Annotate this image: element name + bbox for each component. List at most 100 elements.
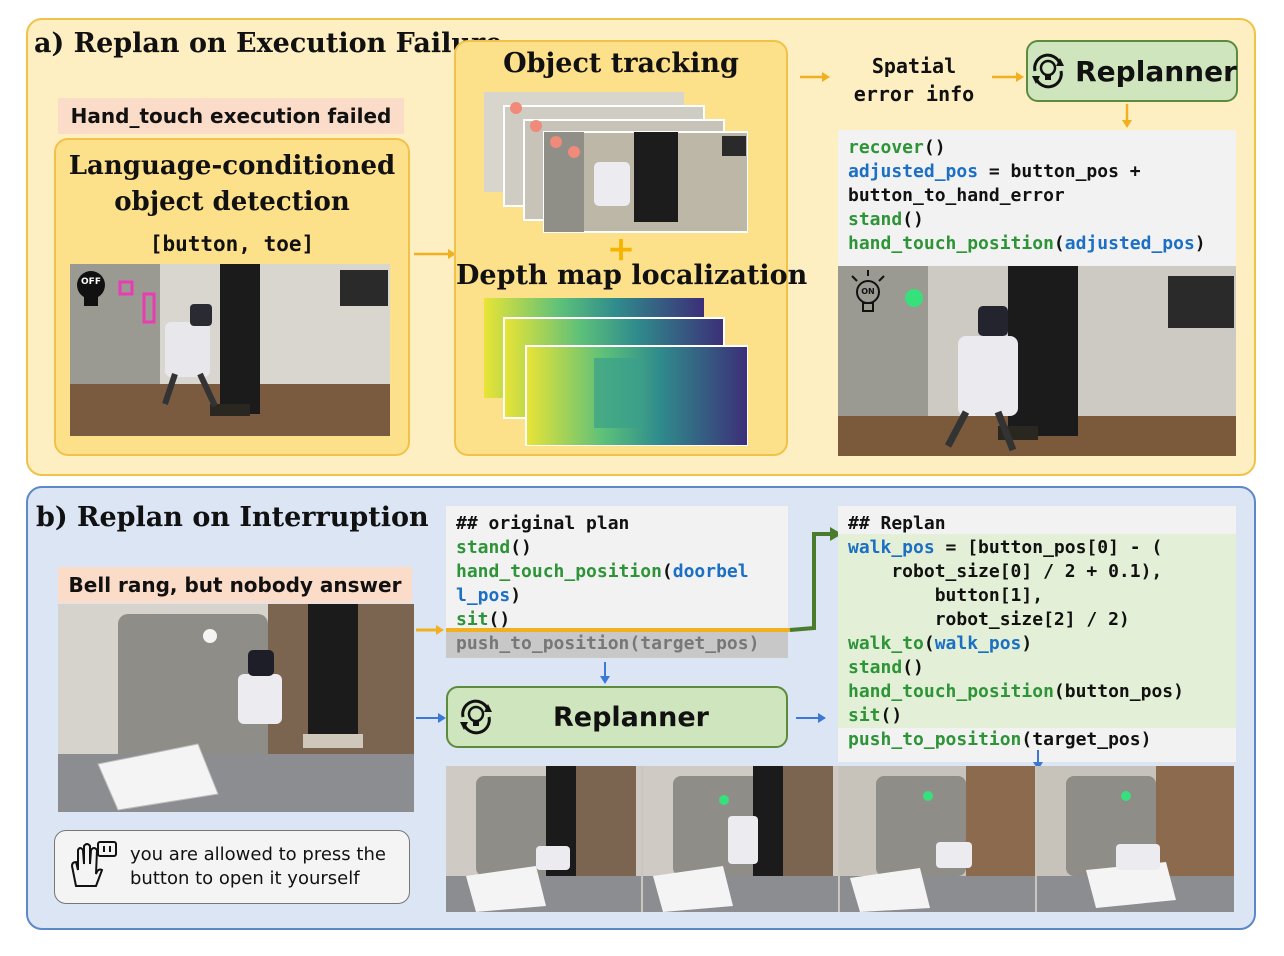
interruption-arrows bbox=[416, 527, 842, 635]
code-token: hand_touch_position bbox=[848, 233, 1054, 254]
original-plan-cut-line: push_to_position(target_pos) bbox=[456, 633, 760, 654]
code-line: recover() bbox=[848, 136, 1206, 160]
code-token: robot_size[2] / 2) bbox=[848, 609, 1130, 630]
code-token: walk_to bbox=[848, 633, 924, 654]
code-token: ( bbox=[661, 561, 673, 582]
bell-scene-photo bbox=[58, 604, 414, 812]
code-token: sit bbox=[456, 609, 489, 630]
code-token: walk_pos bbox=[848, 537, 935, 558]
spatial-error-info: Spatial error info bbox=[840, 52, 988, 108]
result-photo-a bbox=[838, 266, 1236, 456]
detection-photo bbox=[70, 264, 390, 436]
code-token: () bbox=[902, 657, 924, 678]
replanner-b: Replanner bbox=[446, 686, 788, 748]
code-token: doorbel bbox=[672, 561, 749, 582]
code-token: () bbox=[488, 609, 511, 630]
depth-title: Depth map localization bbox=[456, 260, 808, 291]
replan-bulb-icon-b bbox=[455, 696, 497, 738]
depth-map-frames bbox=[484, 298, 748, 446]
tracking-frames bbox=[484, 92, 748, 234]
code-token: hand_touch_position bbox=[848, 681, 1054, 702]
code-token: ) bbox=[510, 585, 522, 606]
code-token: robot_size[0] / 2 + 0.1), bbox=[848, 561, 1163, 582]
original-plan-line: hand_touch_position(doorbel bbox=[456, 560, 749, 584]
arrow-photo-to-replanner bbox=[416, 713, 446, 723]
code-token: = [button_pos[0] - ( bbox=[934, 537, 1163, 558]
code-token: () bbox=[510, 537, 532, 558]
replan-highlight bbox=[838, 534, 1236, 728]
spatial-line-2: error info bbox=[853, 82, 975, 106]
speech-line-1: you are allowed to press the bbox=[130, 844, 386, 865]
replanner-a: Replanner bbox=[1026, 40, 1238, 102]
code-token: ## Replan bbox=[848, 513, 946, 534]
code-token: ) bbox=[1194, 233, 1206, 254]
bulb-on-icon: ON bbox=[848, 270, 888, 316]
original-plan-line: stand() bbox=[456, 536, 749, 560]
code-token: = button_pos + bbox=[978, 161, 1141, 182]
arrow-replanner-to-replan bbox=[796, 713, 826, 723]
code-token: stand bbox=[456, 537, 511, 558]
code-a-lines: recover()adjusted_pos = button_pos +butt… bbox=[848, 136, 1206, 256]
code-line: stand() bbox=[848, 208, 1206, 232]
replan-last-line: push_to_position(target_pos) bbox=[848, 728, 1151, 752]
code-token: (target_pos) bbox=[1021, 729, 1152, 750]
hand-speech-icon bbox=[64, 840, 120, 894]
replanner-b-label: Replanner bbox=[553, 701, 709, 733]
original-plan-line: sit() bbox=[456, 608, 749, 632]
replan-bulb-icon bbox=[1027, 50, 1069, 92]
bulb-on-label: ON bbox=[861, 287, 875, 296]
code-token: ( bbox=[923, 633, 935, 654]
replan-line: robot_size[2] / 2) bbox=[848, 608, 1184, 632]
replan-line: walk_pos = [button_pos[0] - ( bbox=[848, 536, 1184, 560]
replan-line: ## Replan bbox=[848, 512, 1184, 536]
code-token: sit bbox=[848, 705, 881, 726]
tracking-title: Object tracking bbox=[503, 48, 739, 79]
spatial-line-1: Spatial bbox=[871, 54, 957, 78]
code-line: adjusted_pos = button_pos + bbox=[848, 160, 1206, 184]
speech-line-2: button to open it yourself bbox=[130, 868, 360, 889]
code-token: push_to_position bbox=[848, 729, 1022, 750]
code-token: button_to_hand_error bbox=[848, 185, 1065, 206]
code-token: ( bbox=[1053, 233, 1065, 254]
replan-line: sit() bbox=[848, 704, 1184, 728]
code-panel-a bbox=[838, 130, 1236, 266]
original-plan-line: ## original plan bbox=[456, 512, 749, 536]
original-plan-line: l_pos) bbox=[456, 584, 749, 608]
code-token: ## original plan bbox=[456, 513, 630, 534]
code-token: stand bbox=[848, 657, 903, 678]
replan-line: hand_touch_position(button_pos) bbox=[848, 680, 1184, 704]
code-token: walk_pos bbox=[934, 633, 1022, 654]
replan-line: stand() bbox=[848, 656, 1184, 680]
replan-line: walk_to(walk_pos) bbox=[848, 632, 1184, 656]
code-line: button_to_hand_error bbox=[848, 184, 1206, 208]
result-frames bbox=[446, 766, 1234, 912]
cut-line-bg bbox=[446, 632, 788, 658]
speech-text: you are allowed to press the button to o… bbox=[130, 843, 386, 891]
bulb-off-icon: OFF bbox=[74, 270, 108, 310]
arrow-to-spatial bbox=[800, 72, 830, 82]
code-token: () bbox=[923, 137, 946, 158]
arrow-to-tracking bbox=[414, 249, 456, 259]
code-token: recover bbox=[848, 137, 924, 158]
code-token: adjusted_pos bbox=[1064, 233, 1195, 254]
code-token: adjusted_pos bbox=[848, 161, 979, 182]
panel-a-title: a) Replan on Execution Failure bbox=[34, 28, 503, 59]
code-line: hand_touch_position(adjusted_pos) bbox=[848, 232, 1206, 256]
code-token: button[1], bbox=[848, 585, 1044, 606]
failure-label: Hand_touch execution failed bbox=[58, 98, 404, 134]
replan-line: robot_size[0] / 2 + 0.1), bbox=[848, 560, 1184, 584]
code-token: l_pos bbox=[456, 585, 511, 606]
bulb-off-label: OFF bbox=[81, 277, 101, 287]
replanner-a-label: Replanner bbox=[1075, 54, 1237, 88]
arrow-to-replanner-a bbox=[992, 72, 1024, 82]
code-token: () bbox=[880, 705, 903, 726]
code-token: (button_pos) bbox=[1053, 681, 1184, 702]
detection-title: Language-conditioned object detection bbox=[68, 151, 396, 217]
arrow-down-to-replanner bbox=[600, 662, 610, 684]
code-token: hand_touch_position bbox=[456, 561, 662, 582]
panel-b-title: b) Replan on Interruption bbox=[36, 502, 429, 533]
plus-sign: + bbox=[606, 229, 636, 269]
arrow-replanner-to-code bbox=[1122, 104, 1132, 128]
